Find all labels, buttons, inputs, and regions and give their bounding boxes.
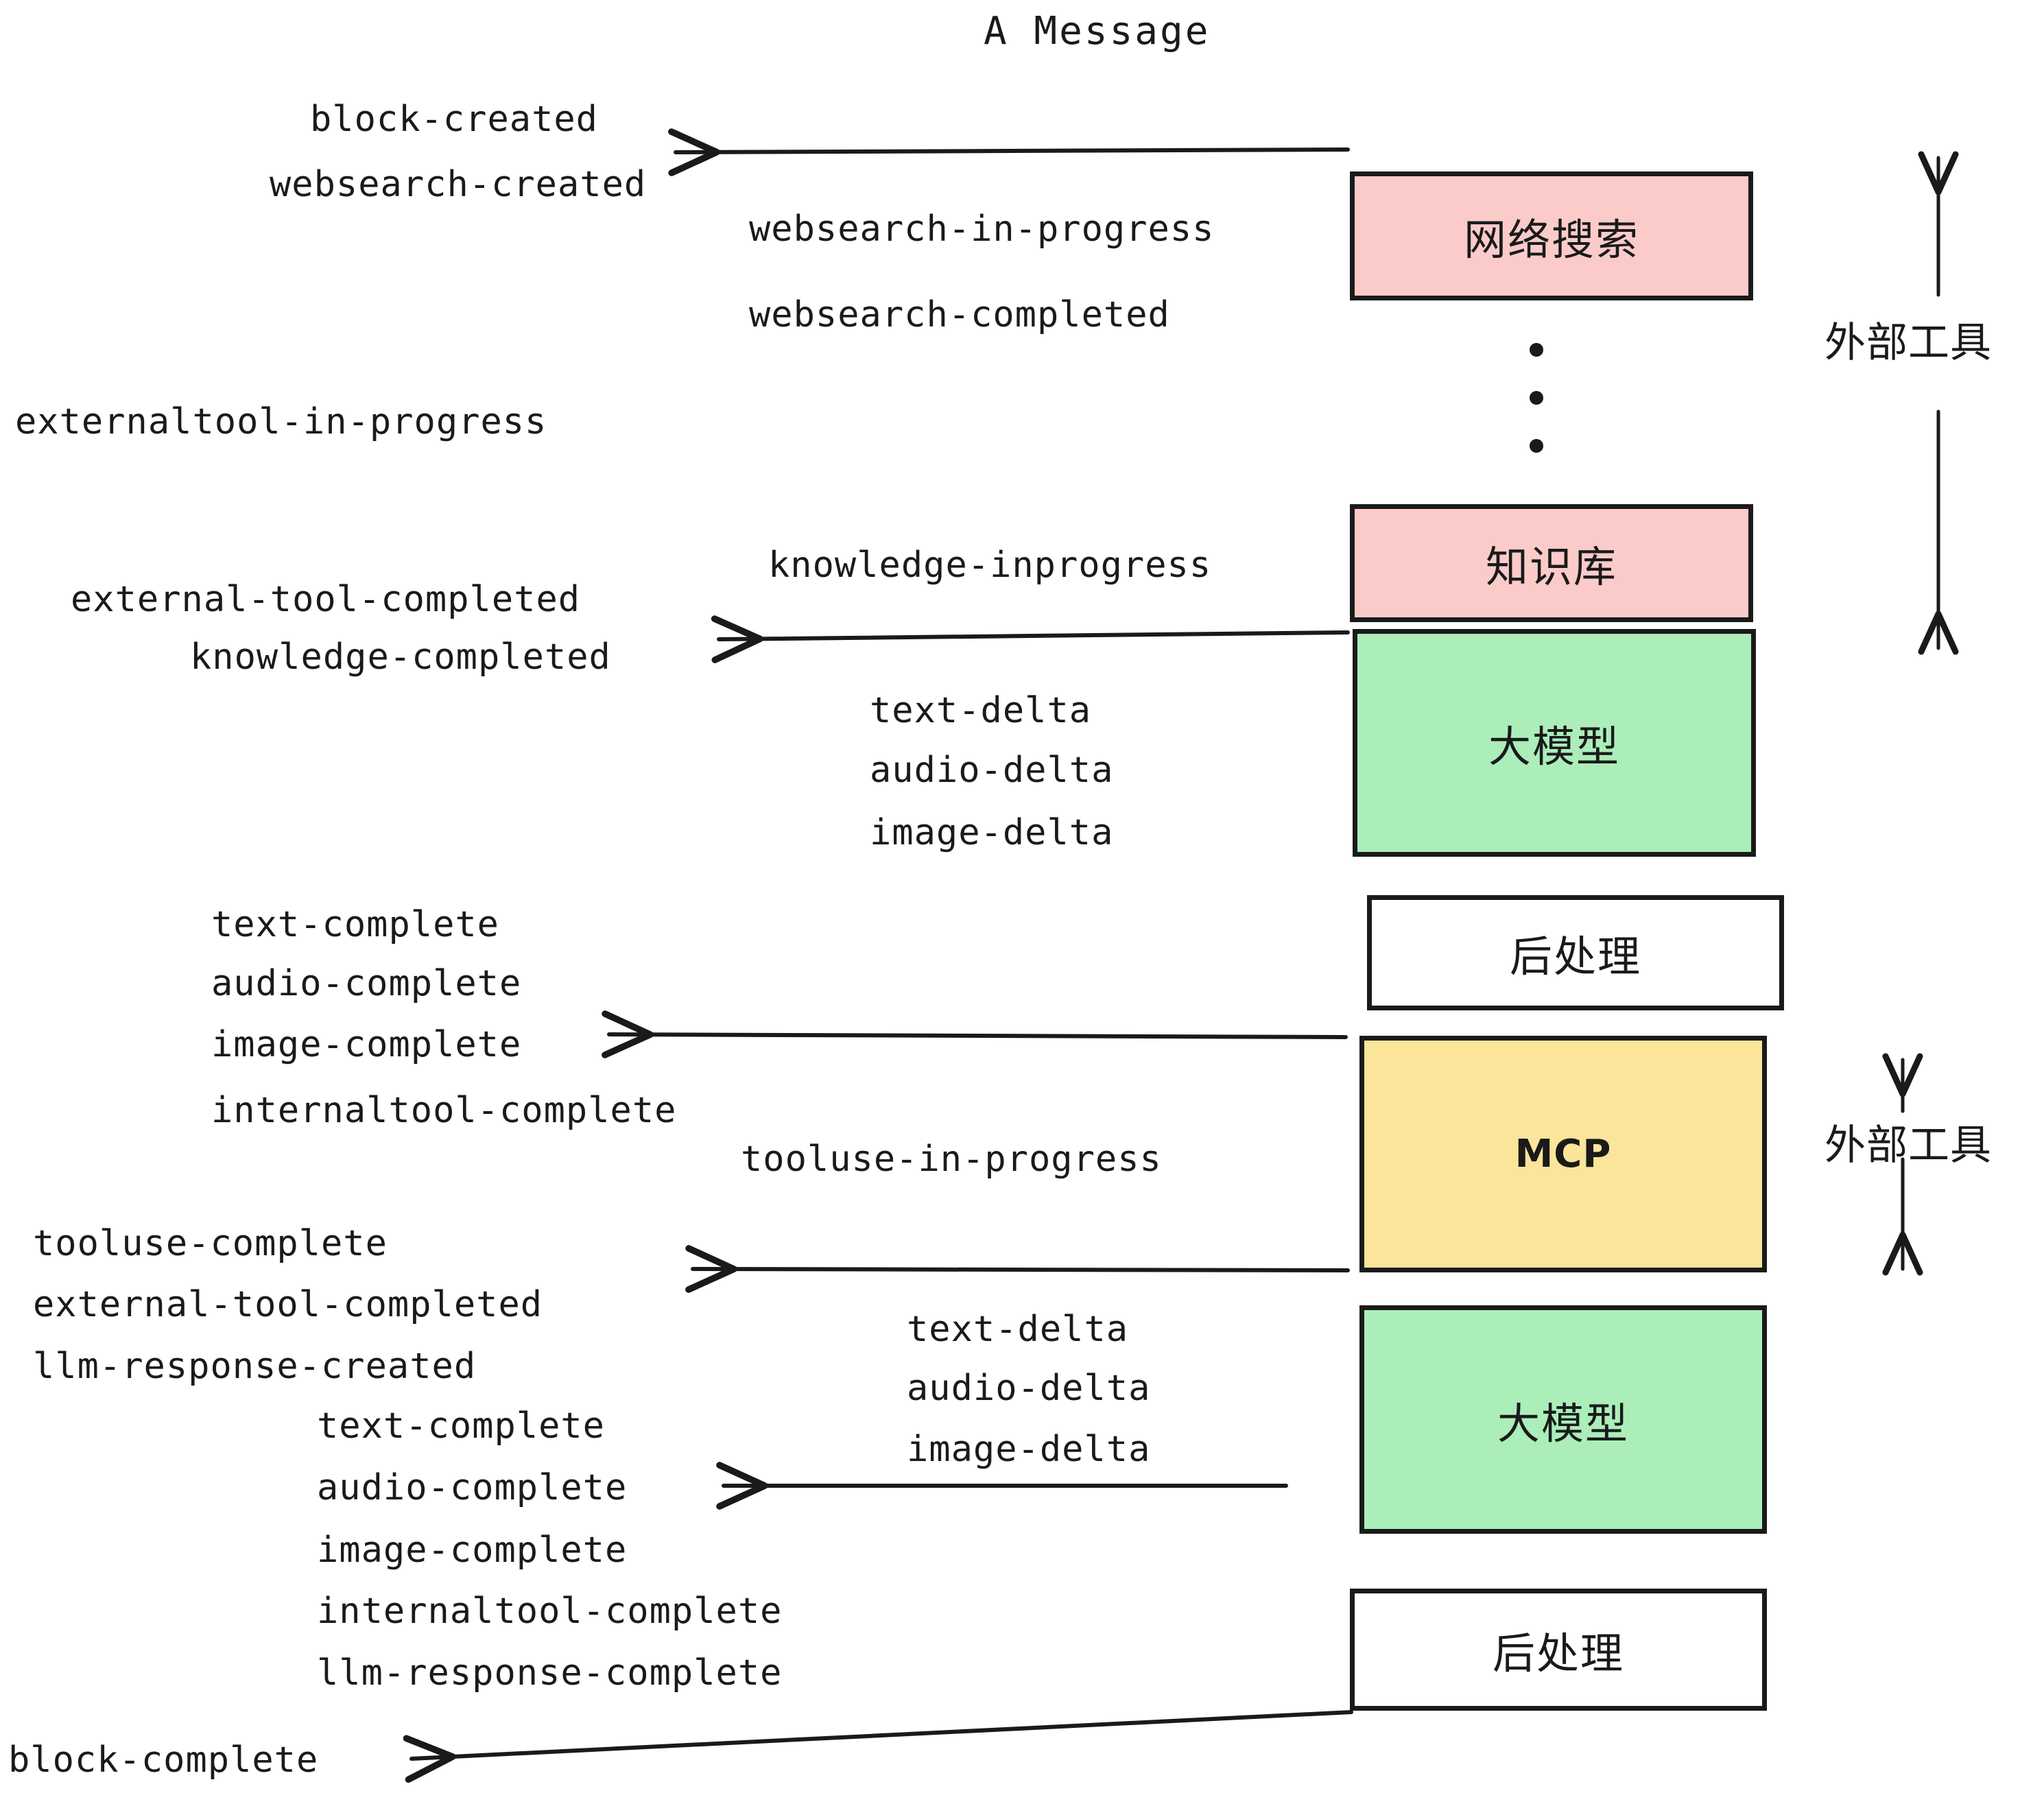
event-websearch-completed: websearch-completed bbox=[749, 294, 1170, 335]
arrow-mcp-to-tooluse-complete bbox=[685, 1245, 1350, 1293]
postprocess-box-1-label: 后处理 bbox=[1509, 931, 1641, 982]
event-knowledge-completed: knowledge-completed bbox=[190, 637, 611, 678]
event-external-tool-completed-1: external-tool-completed bbox=[71, 579, 581, 620]
ellipsis-dot bbox=[1530, 391, 1543, 405]
llm-box-1: 大模型 bbox=[1353, 629, 1756, 857]
vertical-ellipsis bbox=[1528, 343, 1545, 453]
event-text-complete-2: text-complete bbox=[317, 1405, 605, 1447]
postprocess-box-2: 后处理 bbox=[1350, 1589, 1767, 1711]
event-image-complete-2: image-complete bbox=[317, 1530, 628, 1571]
event-llm-response-complete: llm-response-complete bbox=[317, 1652, 783, 1694]
arrow-knowledge-to-completed bbox=[711, 615, 1350, 663]
external-tool-label-bottom: 外部工具 bbox=[1825, 1121, 1992, 1170]
llm-box-2-label: 大模型 bbox=[1497, 1398, 1629, 1449]
event-text-complete-1: text-complete bbox=[211, 904, 499, 945]
event-websearch-created: websearch-created bbox=[270, 164, 647, 205]
event-image-complete-1: image-complete bbox=[211, 1024, 522, 1065]
event-audio-delta-2: audio-delta bbox=[907, 1368, 1151, 1409]
event-internaltool-complete-1: internaltool-complete bbox=[211, 1090, 677, 1131]
event-block-complete: block-complete bbox=[8, 1740, 319, 1781]
postprocess-box-1: 后处理 bbox=[1367, 895, 1784, 1010]
knowledge-box: 知识库 bbox=[1350, 504, 1753, 622]
websearch-box: 网络搜索 bbox=[1350, 171, 1753, 300]
llm-box-2: 大模型 bbox=[1359, 1305, 1767, 1534]
event-text-delta-1: text-delta bbox=[870, 690, 1092, 731]
arrow-postprocess-to-block-complete bbox=[403, 1710, 1353, 1783]
external-tool-label-top: 外部工具 bbox=[1825, 319, 1992, 367]
event-audio-delta-1: audio-delta bbox=[870, 750, 1114, 791]
knowledge-box-label: 知识库 bbox=[1485, 542, 1617, 592]
page-title: A Message bbox=[984, 9, 1211, 54]
mcp-box: MCP bbox=[1359, 1036, 1767, 1272]
event-audio-complete-2: audio-complete bbox=[317, 1467, 628, 1508]
llm-box-1-label: 大模型 bbox=[1488, 722, 1620, 772]
event-external-tool-completed-2: external-tool-completed bbox=[33, 1284, 543, 1325]
event-llm-response-created: llm-response-created bbox=[33, 1346, 477, 1387]
event-block-created: block-created bbox=[310, 99, 598, 140]
postprocess-box-2-label: 后处理 bbox=[1492, 1628, 1624, 1678]
ellipsis-dot bbox=[1530, 439, 1543, 453]
event-image-delta-2: image-delta bbox=[907, 1429, 1151, 1470]
event-tooluse-complete: tooluse-complete bbox=[33, 1223, 388, 1264]
event-tooluse-in-progress: tooluse-in-progress bbox=[741, 1139, 1162, 1180]
arrow-llm-to-image-complete bbox=[602, 1010, 1348, 1058]
arrow-websearch-to-block-created bbox=[668, 128, 1350, 176]
event-text-delta-2: text-delta bbox=[907, 1309, 1129, 1350]
mcp-box-label: MCP bbox=[1514, 1132, 1612, 1176]
event-internaltool-complete-2: internaltool-complete bbox=[317, 1591, 783, 1632]
ellipsis-dot bbox=[1530, 343, 1543, 357]
event-websearch-in-progress: websearch-in-progress bbox=[749, 209, 1215, 250]
event-externaltool-in-progress: externaltool-in-progress bbox=[15, 401, 547, 442]
websearch-box-label: 网络搜索 bbox=[1463, 215, 1639, 265]
event-image-delta-1: image-delta bbox=[870, 812, 1114, 853]
event-audio-complete-1: audio-complete bbox=[211, 963, 522, 1004]
event-knowledge-inprogress: knowledge-inprogress bbox=[768, 545, 1212, 586]
